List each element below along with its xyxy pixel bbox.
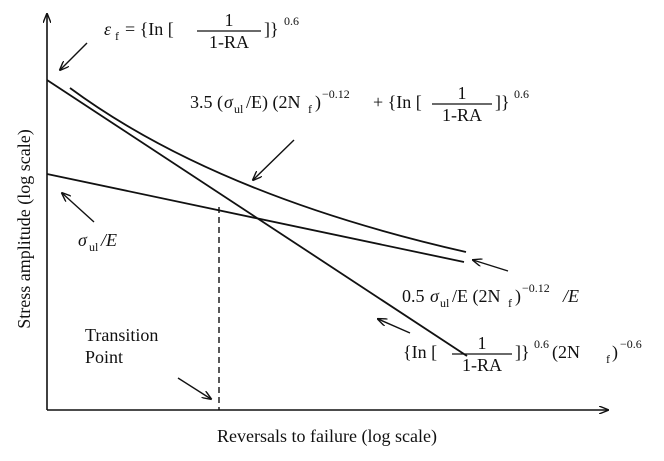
plastic-exponent2: −0.6 <box>620 337 642 351</box>
plastic-N-sub: f <box>606 352 610 366</box>
elastic-exponent: −0.12 <box>522 281 550 295</box>
eps-denominator: 1-RA <box>209 32 249 52</box>
eps-equals: = {In [ <box>125 19 174 39</box>
total-strain-curve <box>69 87 467 253</box>
plastic-mid: (2N <box>552 342 580 363</box>
transition-arrow <box>177 377 211 399</box>
elastic-tail: /E <box>562 286 579 306</box>
eps-close: ]} <box>264 19 279 39</box>
elastic-mid: /E (2N <box>452 286 501 307</box>
plastic-numerator: 1 <box>478 333 487 353</box>
eps-exponent: 0.6 <box>284 14 299 28</box>
total-numerator: 1 <box>458 83 467 103</box>
plastic-arrow <box>378 319 411 334</box>
total-curve-arrow <box>253 139 295 180</box>
transition-label-line2: Point <box>85 347 123 367</box>
plastic-open: {In [ <box>403 342 437 362</box>
sigma-sub: ul <box>89 240 99 254</box>
plastic-denominator: 1-RA <box>462 355 502 375</box>
plastic-close2: ) <box>612 342 618 363</box>
sigma-arrow <box>62 193 95 223</box>
total-curve-equation: 3.5 ( σ ul /E) (2N f ) −0.12 + {In [ 1 1… <box>190 83 529 125</box>
sigma-over: /E <box>100 230 117 250</box>
plastic-exponent1: 0.6 <box>534 337 549 351</box>
elastic-strain-line <box>46 173 465 263</box>
total-close: ]} <box>495 92 510 112</box>
total-denominator: 1-RA <box>442 105 482 125</box>
total-coef: 3.5 ( <box>190 92 223 113</box>
eps-f-arrow <box>60 42 88 70</box>
eps-f-equation: ε f = {In [ 1 1-RA ]} 0.6 <box>104 10 299 52</box>
eps-numerator: 1 <box>225 10 234 30</box>
y-axis-label: Stress amplitude (log scale) <box>14 129 35 328</box>
elastic-close: ) <box>515 286 521 307</box>
total-overE: /E) (2N <box>246 92 300 113</box>
elastic-sigma-sub: ul <box>440 296 450 310</box>
plastic-equation: {In [ 1 1-RA ]} 0.6 (2N f ) −0.6 <box>403 333 642 375</box>
plastic-close: ]} <box>515 342 530 362</box>
sigma-ul-label: σ ul /E <box>78 230 117 254</box>
elastic-sigma: σ <box>430 286 440 306</box>
elastic-equation: 0.5 σ ul /E (2N f ) −0.12 /E <box>402 281 579 310</box>
sigma-symbol: σ <box>78 230 88 250</box>
total-close-paren: ) <box>315 92 321 113</box>
total-sigma-sub: ul <box>234 102 244 116</box>
elastic-arrow <box>473 260 509 272</box>
total-N-sub: f <box>308 102 312 116</box>
transition-label-line1: Transition <box>85 325 158 345</box>
total-exponent1: −0.12 <box>322 87 350 101</box>
elastic-N-sub: f <box>508 296 512 310</box>
total-plus: + {In [ <box>373 92 422 112</box>
total-exponent2: 0.6 <box>514 87 529 101</box>
total-sigma: σ <box>224 92 234 112</box>
elastic-coef: 0.5 <box>402 286 425 306</box>
eps-symbol: ε <box>104 19 112 39</box>
x-axis-label: Reversals to failure (log scale) <box>217 426 437 447</box>
eps-subscript: f <box>115 29 119 43</box>
